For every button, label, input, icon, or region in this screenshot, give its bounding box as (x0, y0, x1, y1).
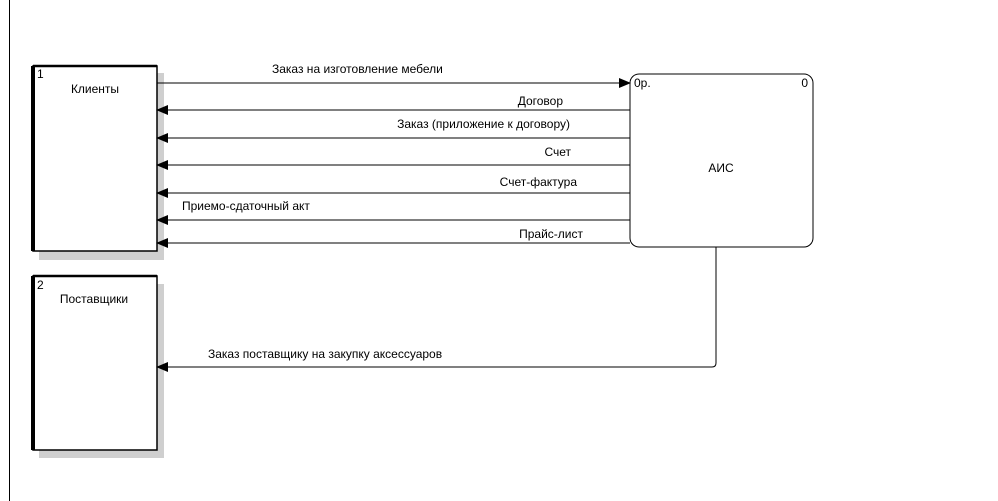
flow-label: Заказ на изготовление мебели (272, 62, 443, 76)
process-number: 0 (801, 76, 808, 90)
process-box (629, 73, 814, 248)
entity-box (32, 65, 158, 252)
entity-clients[interactable]: 1 Клиенты (31, 64, 164, 260)
flow-label: Счет-фактура (500, 175, 578, 189)
flow-label: Приемо-сдаточный акт (182, 199, 310, 213)
process-id: 0р. (634, 76, 651, 90)
flow-contract[interactable]: Договор (156, 94, 630, 115)
process-ais[interactable]: 0р. 0 АИС (629, 73, 814, 248)
flow-tax-invoice[interactable]: Счет-фактура (156, 175, 630, 198)
entity-number: 2 (37, 278, 44, 292)
flow-label: Заказ (приложение к договору) (397, 117, 570, 131)
flow-supplier-order[interactable]: Заказ поставщику на закупку аксессуаров (156, 247, 717, 372)
flow-price-list[interactable]: Прайс-лист (156, 227, 630, 248)
entity-suppliers[interactable]: 2 Поставщики (31, 274, 164, 458)
flow-order-furniture[interactable]: Заказ на изготовление мебели (157, 62, 631, 88)
entity-label: Поставщики (60, 292, 128, 306)
flow-label: Прайс-лист (519, 227, 583, 241)
flow-label: Заказ поставщику на закупку аксессуаров (208, 347, 442, 361)
flow-order-appendix[interactable]: Заказ (приложение к договору) (156, 117, 630, 143)
flow-arrow (156, 247, 717, 372)
flow-label: Счет (544, 145, 571, 159)
flow-acceptance-act[interactable]: Приемо-сдаточный акт (156, 199, 630, 225)
entity-box (32, 275, 158, 451)
process-label: АИС (708, 161, 734, 175)
flow-invoice[interactable]: Счет (156, 145, 630, 170)
entity-number: 1 (37, 67, 44, 81)
entity-label: Клиенты (71, 82, 119, 96)
flow-label: Договор (518, 94, 564, 108)
